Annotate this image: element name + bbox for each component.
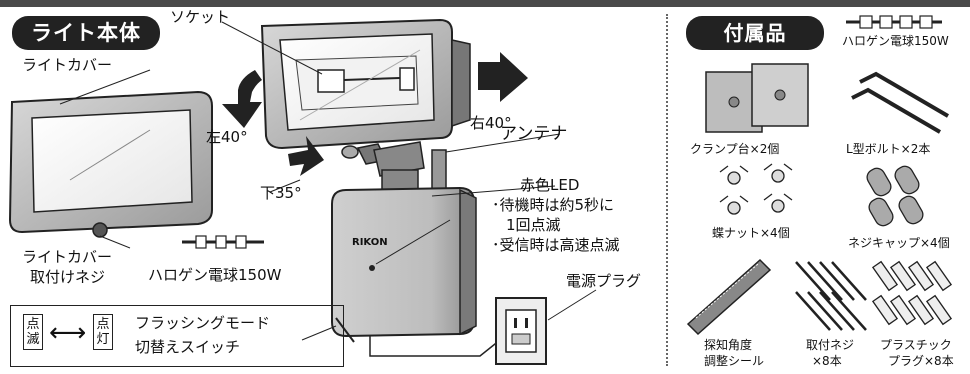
accessory-angle-seal — [686, 258, 772, 336]
label-right-angle: 右40° — [470, 114, 512, 132]
label-halogen-bulb: ハロゲン電球150W — [148, 266, 282, 284]
label-cover-screw-line1: ライトカバー — [22, 248, 113, 266]
flash-mode-indicator: 点滅 — [23, 314, 43, 350]
double-arrow-icon: ⟷ — [49, 318, 87, 348]
label-light-cover: ライトカバー — [22, 56, 113, 74]
panel-divider — [666, 14, 668, 366]
section-title-accessories: 付属品 — [686, 16, 824, 50]
accessory-mount-screws — [795, 261, 867, 331]
power-outlet-illustration — [495, 297, 547, 365]
switch-label-line1: フラッシングモード — [135, 314, 271, 332]
acc-label-halogen-bulb: ハロゲン電球150W — [842, 34, 949, 48]
acc-label-mount-screw-line2: ×8本 — [812, 354, 842, 368]
acc-label-clamp-base: クランプ台×2個 — [690, 142, 780, 156]
light-cover-illustration — [8, 90, 213, 238]
acc-label-plastic-plug-line2: プラグ×8本 — [888, 354, 954, 368]
section-title-light-body: ライト本体 — [12, 16, 160, 50]
right-rotate-arrow — [478, 52, 528, 102]
accessory-clamp-base — [705, 63, 809, 133]
label-red-led-title: 赤色LED — [520, 176, 580, 194]
label-antenna: アンテナ — [500, 124, 568, 144]
label-red-led-line2: 1回点滅 — [506, 216, 561, 234]
control-box-illustration — [331, 186, 501, 357]
brand-logo: RIKON — [352, 237, 388, 248]
switch-label-line2: 切替えスイッチ — [135, 338, 241, 356]
acc-label-angle-seal-line2: 調整シール — [704, 354, 765, 368]
label-down-angle: 下35° — [260, 184, 302, 202]
acc-label-l-bolt: L型ボルト×2本 — [846, 142, 931, 156]
accessory-halogen-bulb — [846, 15, 942, 29]
label-cover-screw-line2: 取付けネジ — [30, 268, 106, 286]
leader-lines — [59, 21, 597, 341]
accessory-wing-nut — [719, 163, 793, 215]
acc-label-screw-cap: ネジキャップ×4個 — [848, 236, 950, 250]
top-bar — [0, 0, 970, 7]
acc-label-wing-nut: 蝶ナット×4個 — [712, 226, 790, 240]
label-red-led-line3: ･受信時は高速点滅 — [492, 236, 620, 254]
steady-mode-indicator: 点灯 — [93, 314, 113, 350]
label-red-led-line1: ･待機時は約5秒に — [492, 196, 615, 214]
left-rotate-arrow — [222, 70, 262, 128]
switch-legend-box: 点滅 ⟷ 点灯 フラッシングモード 切替えスイッチ — [10, 305, 344, 367]
accessory-screw-cap — [866, 165, 924, 227]
down-tilt-arrow — [288, 136, 324, 176]
label-socket: ソケット — [170, 8, 231, 26]
label-left-angle: 左40° — [206, 128, 248, 146]
accessory-plastic-plugs — [871, 260, 953, 326]
halogen-bulb-illustration-left — [182, 235, 264, 249]
acc-label-angle-seal-line1: 探知角度 — [704, 338, 753, 352]
acc-label-mount-screw-line1: 取付ネジ — [806, 338, 855, 352]
accessory-l-bolt — [851, 71, 950, 134]
label-power-plug: 電源プラグ — [566, 272, 642, 290]
acc-label-plastic-plug-line1: プラスチック — [880, 338, 952, 352]
lamp-head-illustration — [260, 18, 471, 177]
